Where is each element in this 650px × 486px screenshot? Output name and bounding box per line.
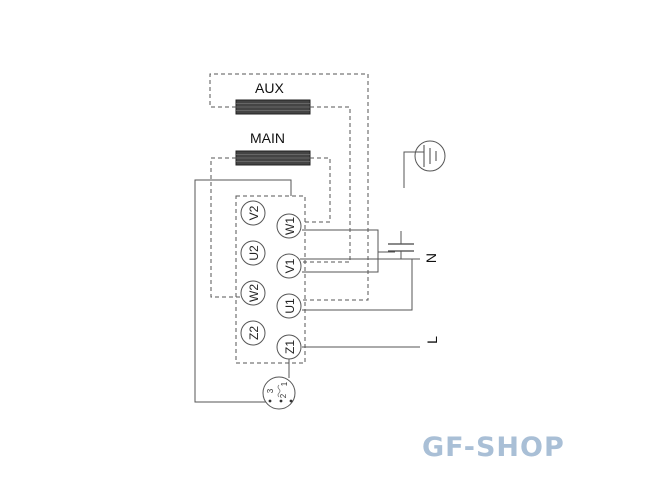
svg-text:Z1: Z1 — [283, 340, 297, 354]
svg-text:Z2: Z2 — [247, 326, 261, 340]
aux-winding: AUX — [235, 80, 311, 115]
earth-ground-icon — [403, 140, 446, 188]
u1-wire — [302, 259, 413, 311]
main-winding: MAIN — [235, 130, 311, 166]
terminal-u1: U1 — [276, 293, 302, 319]
terminal-z1: Z1 — [276, 334, 302, 360]
aux-label: AUX — [255, 80, 284, 96]
aux-wire-right — [302, 106, 351, 263]
watermark-logo: GF-SHOP — [422, 432, 565, 463]
capacitor-icon — [388, 231, 414, 259]
terminal-z2: Z2 — [240, 320, 266, 346]
neutral-label: N — [423, 253, 439, 263]
main-wire-left — [210, 157, 240, 298]
svg-text:V2: V2 — [247, 205, 261, 220]
svg-text:2: 2 — [279, 393, 288, 398]
svg-text:V1: V1 — [283, 258, 297, 273]
terminal-v1: V1 — [276, 253, 302, 279]
terminal-v2: V2 — [240, 200, 266, 226]
svg-text:W1: W1 — [283, 217, 297, 235]
terminal-w1: W1 — [276, 213, 302, 239]
svg-text:1: 1 — [280, 381, 289, 386]
thermal-protector-icon — [262, 376, 296, 410]
line-label: L — [424, 336, 440, 344]
svg-text:W2: W2 — [247, 284, 261, 302]
terminal-box — [235, 195, 306, 364]
capacitor-wire-top — [302, 229, 379, 273]
main-wire-right — [304, 157, 331, 223]
main-label: MAIN — [250, 130, 285, 146]
terminal-u2: U2 — [240, 240, 266, 266]
thermal-wire-outer — [194, 179, 292, 403]
terminal-w2: W2 — [240, 280, 266, 306]
svg-text:U2: U2 — [247, 245, 261, 261]
thermal-protector: 3 1 2 — [262, 376, 296, 410]
svg-text:U1: U1 — [283, 298, 297, 314]
svg-text:3: 3 — [266, 388, 275, 393]
aux-wire-left — [209, 73, 369, 301]
